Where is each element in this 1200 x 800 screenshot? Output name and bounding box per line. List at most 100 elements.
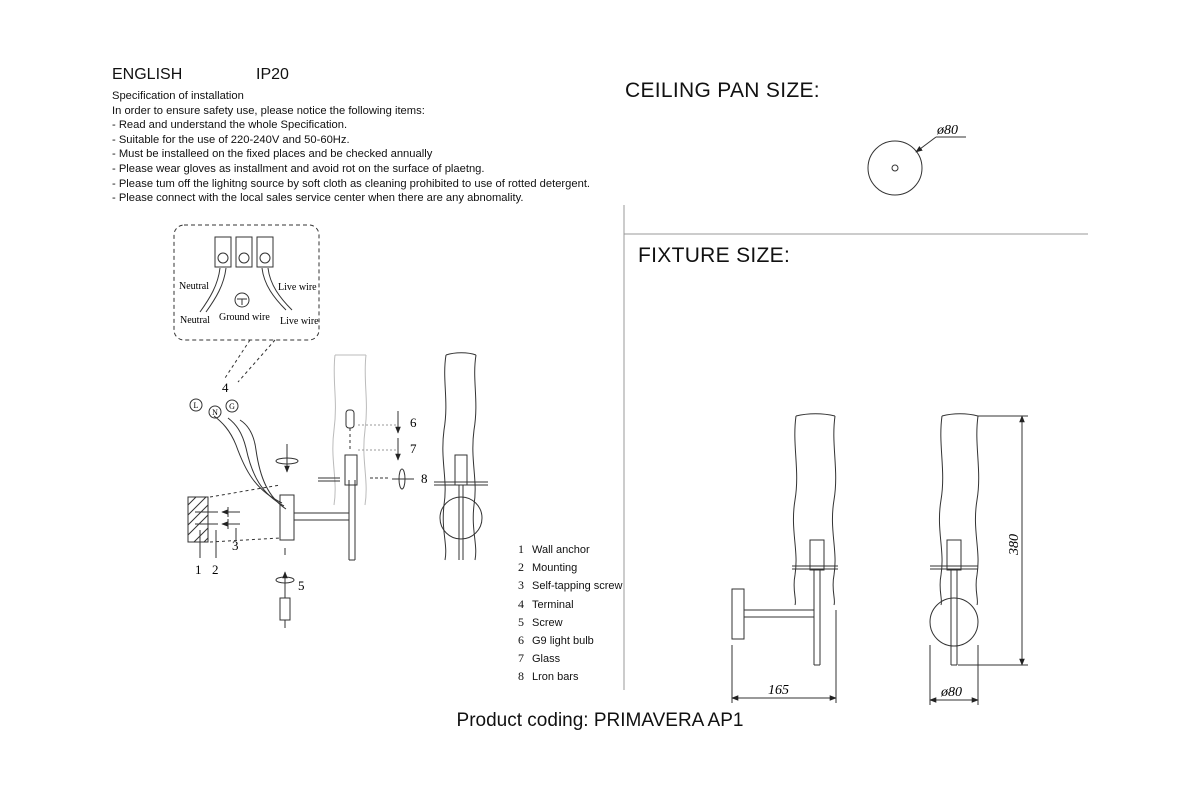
legend-number: 1 — [518, 542, 524, 556]
fixture-arm — [743, 609, 815, 618]
wire-G-tag — [225, 399, 239, 413]
legend-item: 3 Self-tapping screw — [518, 576, 623, 594]
wall-plate — [731, 588, 745, 640]
callout-numbers: 1 2 3 4 5 6 7 8 — [195, 380, 428, 593]
legend-label: Self-tapping screw — [532, 580, 623, 593]
wire-L-tag — [189, 398, 203, 412]
product-coding: Product coding: PRIMAVERA AP1 — [456, 710, 744, 731]
terminal-screw — [238, 252, 250, 264]
wire-tags: L N G — [194, 401, 236, 417]
terminal-live — [256, 236, 274, 268]
mounting-arm — [293, 512, 350, 521]
wire-tag-L: L — [194, 401, 199, 410]
legend-number: 4 — [518, 596, 524, 611]
mounting-plate — [279, 494, 295, 541]
wire-G — [239, 419, 287, 510]
fixture-size-title: FIXTURE SIZE: — [638, 244, 791, 267]
ceiling-pan-drawing — [867, 136, 966, 196]
wiring-leader — [224, 339, 251, 379]
wiring-label-ground: Ground wire — [219, 312, 270, 323]
lamp-holder — [946, 539, 962, 571]
callout-4: 4 — [222, 380, 229, 395]
wall-plate — [439, 496, 483, 540]
wall-section — [187, 496, 209, 543]
language-label: ENGLISH — [112, 66, 183, 83]
callout-5: 5 — [298, 578, 305, 593]
glass-right-edge — [831, 415, 837, 606]
callout-7: 7 — [410, 441, 417, 456]
wiring-label-neutral-bottom: Neutral — [180, 315, 210, 326]
legend-label: Mounting — [532, 562, 578, 575]
legend-number: 2 — [518, 560, 524, 575]
specification-item: - Please wear gloves as installment and … — [112, 162, 485, 175]
legend-number: 8 — [518, 669, 524, 684]
wiring-leader — [237, 339, 276, 383]
terminal-screw — [217, 252, 229, 264]
wire-tag-N: N — [212, 408, 218, 417]
exploded-view — [187, 354, 414, 628]
wire-L — [213, 415, 283, 504]
assembled-front-view — [434, 352, 488, 561]
fixture-width-label: 165 — [768, 683, 789, 698]
fixture-side-view — [731, 413, 838, 703]
specification-item: - Suitable for the use of 220-240V and 5… — [112, 133, 350, 146]
lamp-holder — [809, 539, 825, 571]
legend-item: 6 G9 light bulb — [518, 631, 623, 649]
ceiling-pan-hole — [891, 164, 899, 172]
specification-item: - Please connect with the local sales se… — [112, 192, 524, 205]
wiring-label-live-bottom: Live wire — [280, 316, 319, 327]
neutral-wire — [199, 267, 221, 313]
glass-left-edge — [442, 354, 447, 561]
legend-item: 1 Wall anchor — [518, 540, 623, 558]
glass-right-edge — [974, 415, 980, 606]
specification-title: Specification of installation — [112, 90, 244, 102]
g9-bulb — [345, 409, 355, 429]
ceiling-pan-leader — [915, 136, 937, 153]
terminal-screw — [259, 252, 271, 264]
legend-label: Wall anchor — [532, 544, 590, 556]
live-wire — [261, 267, 287, 311]
specification-intro: In order to ensure safety use, please no… — [112, 104, 425, 117]
callout-3: 3 — [232, 538, 239, 553]
legend-item: 8 Lron bars — [518, 667, 623, 685]
wall-plate — [929, 597, 979, 647]
callout-1: 1 — [195, 562, 202, 577]
legend-label: Glass — [532, 653, 561, 666]
ceiling-pan-title: CEILING PAN SIZE: — [625, 79, 820, 102]
lamp-holder — [344, 454, 358, 486]
specification-item: - Read and understand the whole Specific… — [112, 119, 348, 132]
lamp-holder — [454, 454, 468, 486]
legend-number: 5 — [518, 614, 524, 629]
legend-label: Lron bars — [532, 671, 579, 684]
fixture-height-label: 380 — [1007, 534, 1022, 556]
glass-left-edge — [938, 415, 944, 606]
glass-right-edge — [472, 354, 477, 561]
callout-8: 8 — [421, 471, 428, 486]
ground-symbol-icon — [234, 292, 250, 308]
legend-item: 4 Terminal — [518, 595, 623, 613]
legend-label: G9 light bulb — [532, 634, 594, 647]
specification-item: - Please tum off the lighitng source by … — [112, 177, 591, 190]
callout-6: 6 — [410, 415, 417, 430]
terminal-neutral — [214, 236, 232, 268]
wiring-label-live: Live wire — [278, 282, 317, 293]
ceiling-pan-diameter: ø80 — [936, 123, 958, 138]
legend-label: Terminal — [532, 598, 574, 611]
legend-number: 3 — [518, 578, 524, 593]
specification-block: Specification of installation In order t… — [112, 89, 590, 206]
wire-tag-G: G — [229, 402, 235, 411]
legend-number: 6 — [518, 632, 524, 647]
screwdriver-icon — [279, 597, 291, 621]
wire-N-tag — [208, 405, 222, 419]
live-wire-edge — [267, 267, 293, 311]
neutral-wire-edge — [205, 267, 227, 313]
terminal-ground — [235, 236, 253, 268]
specification-item: - Must be installeed on the fixed places… — [112, 148, 433, 161]
fixture-diameter-label: ø80 — [940, 685, 962, 700]
wire-N — [227, 417, 285, 507]
ip-rating-label: IP20 — [256, 66, 289, 83]
legend-label: Screw — [532, 616, 563, 629]
callout-2: 2 — [212, 562, 219, 577]
